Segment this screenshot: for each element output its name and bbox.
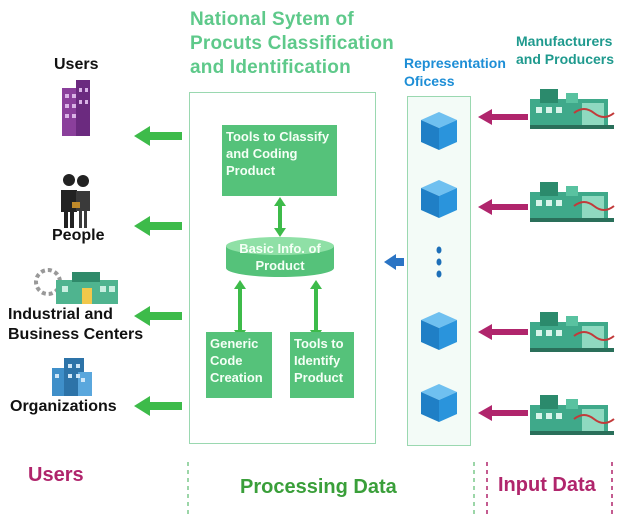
organizations-label: Organizations bbox=[10, 398, 117, 415]
arrow-to-organizations bbox=[134, 396, 182, 416]
people-icon bbox=[61, 174, 90, 228]
manufacturer-plant-4 bbox=[529, 394, 615, 436]
office-icon-3 bbox=[421, 312, 457, 350]
manufacturer-plant-2 bbox=[529, 181, 615, 223]
input-arrow-3 bbox=[478, 324, 528, 340]
input-data-label: Input Data bbox=[498, 474, 596, 496]
input-arrow-4 bbox=[478, 405, 528, 421]
arrow-to-industrial bbox=[134, 306, 182, 326]
arrow-to-people bbox=[134, 216, 182, 236]
basic-info-cylinder: Basic Info. of Product bbox=[239, 241, 321, 273]
bottom-users-label: Users bbox=[28, 464, 84, 486]
industrial-centers-label: Industrial and Business Centers bbox=[8, 306, 144, 343]
users-label: Users bbox=[54, 56, 99, 73]
manufacturer-plant-1 bbox=[529, 88, 615, 130]
arrow-to-users bbox=[134, 126, 182, 146]
processing-data-label: Processing Data bbox=[240, 476, 397, 498]
factory-icon bbox=[34, 268, 118, 304]
manufacturer-plant-3 bbox=[529, 311, 615, 353]
building-icon bbox=[62, 80, 90, 136]
input-arrow-1 bbox=[478, 109, 528, 125]
office-icon-2 bbox=[421, 180, 457, 218]
input-arrow-2 bbox=[478, 199, 528, 215]
people-label: People bbox=[52, 227, 105, 244]
office-icon-1 bbox=[421, 112, 457, 150]
identify-tools-box: Tools to Identify Product bbox=[290, 332, 354, 398]
representation-offices-label: Representation Oficess bbox=[404, 55, 506, 89]
organizations-icon bbox=[52, 358, 92, 396]
office-icon-4 bbox=[421, 384, 457, 422]
diagram-title: National Sytem of Procuts Classification… bbox=[190, 9, 394, 78]
manufacturers-label: Manufacturers and Producers bbox=[516, 33, 615, 67]
classify-tools-box: Tools to Classify and Coding Product bbox=[222, 125, 337, 196]
generic-code-box: Generic Code Creation bbox=[206, 332, 272, 398]
